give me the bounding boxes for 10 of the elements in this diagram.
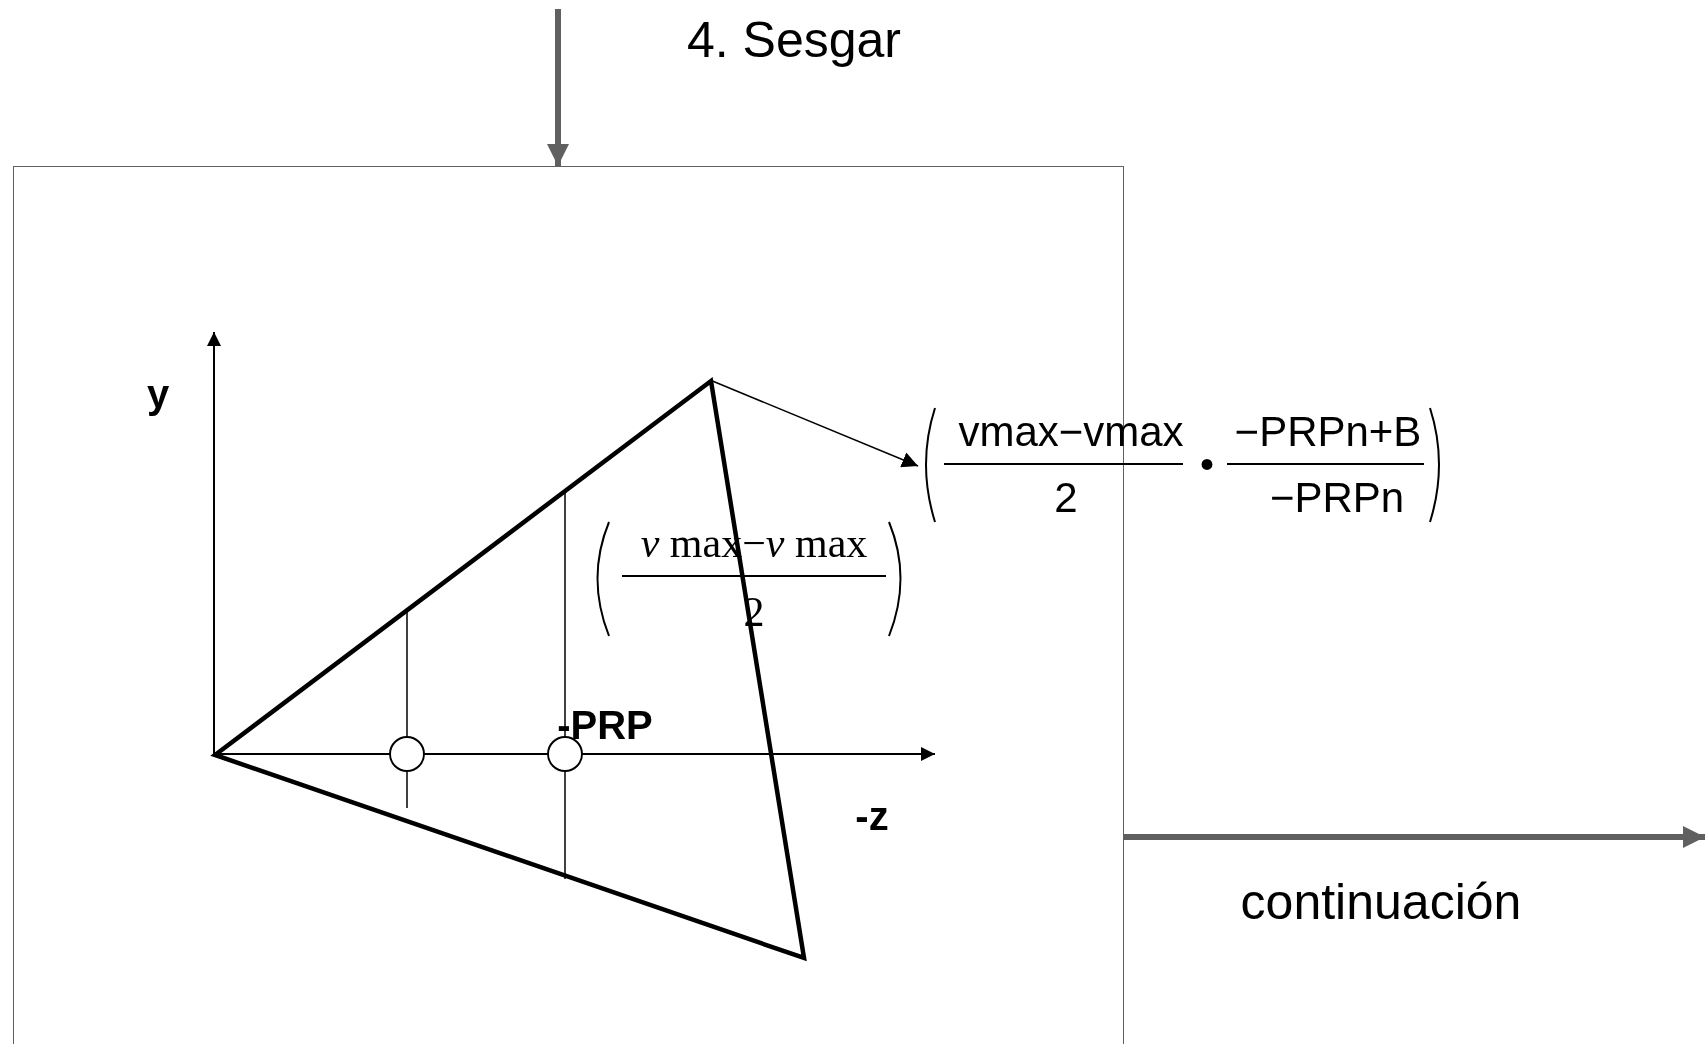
axis-label: y [146,374,170,414]
multiplication-dot: • [1200,444,1214,484]
step-title: 4. Sesgar [687,15,901,65]
formula-text: −PRPn [1269,477,1405,519]
arrow [1124,826,1705,848]
arrow [547,9,569,166]
formula-text: −PRPn+B [1234,411,1422,453]
axis-label: -z [855,796,889,836]
continuation-label: continuación [1240,877,1522,927]
formula-text: 2 [1054,477,1078,519]
